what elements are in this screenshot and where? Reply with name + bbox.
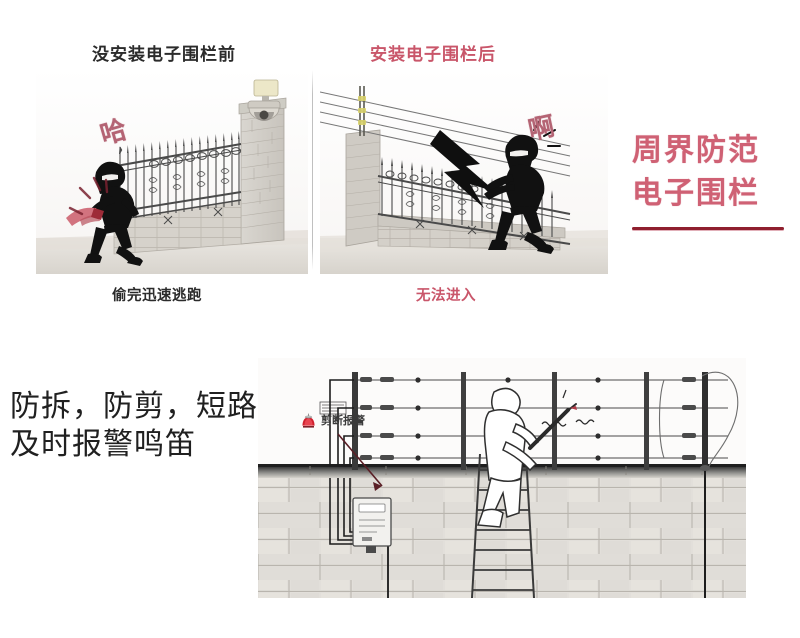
loot-bag	[66, 207, 104, 226]
person-cutting-wire	[476, 387, 539, 528]
ptz-camera-illustration	[247, 79, 281, 121]
cutting-tool	[528, 403, 577, 450]
thief-silhouette	[84, 161, 143, 266]
siren-icon	[300, 413, 317, 428]
fence-wiring-diagram	[258, 358, 746, 598]
features-section: 防拆，防剪，短路 及时报警鸣笛	[0, 340, 800, 638]
right-panel-header: 安装电子围栏后	[370, 45, 496, 65]
poster-title-line-1: 周界防范	[632, 133, 760, 168]
features-slogan: 防拆，防剪，短路 及时报警鸣笛	[10, 388, 270, 465]
poster-title: 周界防范 电子围栏	[632, 130, 792, 231]
title-underline	[632, 227, 784, 231]
slogan-line-1: 防拆，防剪，短路	[10, 389, 258, 424]
poster-title-line-2: 电子围栏	[632, 175, 760, 211]
callout-arrow	[337, 433, 383, 491]
cut-alarm-callout: 剪断报警	[300, 412, 365, 428]
left-scene-illustration	[36, 68, 308, 274]
lightning-bolt-icon	[430, 130, 496, 208]
right-scene-illustration	[320, 68, 608, 274]
ground-rod	[700, 465, 710, 598]
cut-alarm-label: 剪断报警	[321, 414, 365, 427]
left-panel-header: 没安装电子围栏前	[92, 45, 236, 65]
comparison-section: 没安装电子围栏前 安装电子围栏后	[36, 45, 792, 304]
panel-divider	[312, 70, 313, 270]
fence-wire-array	[319, 371, 739, 598]
terminal-post-left	[319, 372, 394, 470]
right-panel-caption: 无法进入	[416, 288, 476, 304]
fence-controller-box	[352, 497, 392, 553]
wire-cut-spark	[541, 389, 595, 427]
thief-silhouette	[484, 134, 554, 254]
left-panel-caption: 偷完迅速逃跑	[112, 288, 202, 304]
slogan-line-2: 及时报警鸣笛	[10, 427, 196, 463]
